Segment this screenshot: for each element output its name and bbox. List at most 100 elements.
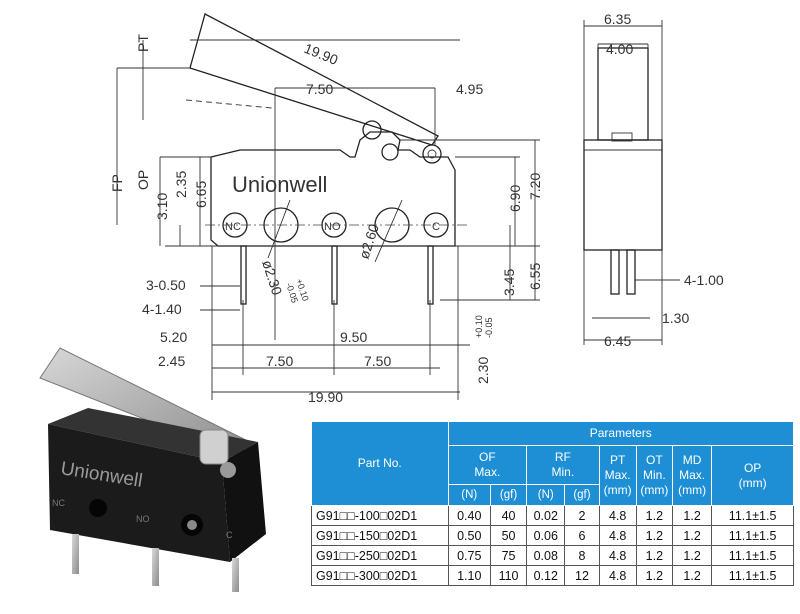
header-rf-gf: (gf) xyxy=(564,484,600,506)
cell-rf-gf: 12 xyxy=(564,565,600,586)
photo-actuator xyxy=(199,429,229,465)
switch-side-view xyxy=(583,20,680,345)
cell-of-gf: 75 xyxy=(489,545,528,566)
photo-pin-3 xyxy=(232,558,239,592)
cell-pt: 4.8 xyxy=(598,565,637,586)
header-part-no: Part No. xyxy=(311,421,449,506)
photo-pin-2 xyxy=(152,548,159,586)
cell-of-n: 0.75 xyxy=(447,545,491,566)
dim-total-length: 19.90 xyxy=(308,389,343,405)
cell-of-gf: 50 xyxy=(489,525,528,546)
cell-pt: 4.8 xyxy=(598,505,637,526)
table-row: G91□□-150□02D1 0.50 50 0.06 6 4.8 1.2 1.… xyxy=(311,525,794,546)
dim-pin-230-tol-bot: -0.05 xyxy=(484,317,494,338)
dim-hole-230: ø2.30 xyxy=(259,258,285,297)
cell-rf-n: 0.08 xyxy=(526,545,566,566)
cell-of-n: 0.40 xyxy=(447,505,491,526)
dim-pin-pitch-1: 7.50 xyxy=(266,353,293,369)
photo-label-nc: NC xyxy=(52,498,65,508)
cell-ot: 1.2 xyxy=(635,505,673,526)
cell-part-no: G91□□-150□02D1 xyxy=(311,525,449,546)
cell-part-no: G91□□-300□02D1 xyxy=(311,565,449,586)
dim-235: 2.35 xyxy=(173,171,189,198)
header-rf-n: (N) xyxy=(526,484,566,506)
cell-op: 11.1±1.5 xyxy=(711,525,794,546)
header-op: OP(mm) xyxy=(711,445,794,506)
cell-part-no: G91□□-100□02D1 xyxy=(311,505,449,526)
table-row: G91□□-300□02D1 1.10 110 0.12 12 4.8 1.2 … xyxy=(311,565,794,586)
dim-op: OP xyxy=(135,170,151,190)
dim-side-width-inner: 4.00 xyxy=(606,41,633,57)
dim-side-130: 1.30 xyxy=(662,310,689,326)
header-of-gf: (gf) xyxy=(489,484,528,506)
cell-rf-n: 0.02 xyxy=(526,505,566,526)
cell-of-n: 0.50 xyxy=(447,525,491,546)
cell-op: 11.1±1.5 xyxy=(711,565,794,586)
dim-lever-pivot: 7.50 xyxy=(306,81,333,97)
photo-label-no: NO xyxy=(136,514,150,524)
dim-665: 6.65 xyxy=(193,181,209,208)
cell-rf-n: 0.06 xyxy=(526,525,566,546)
cell-md: 1.2 xyxy=(671,565,713,586)
cell-rf-gf: 6 xyxy=(564,525,600,546)
dim-pin-thick: 4-1.40 xyxy=(142,301,182,317)
cell-rf-gf: 8 xyxy=(564,545,600,566)
cell-md: 1.2 xyxy=(671,525,713,546)
dim-pin-230-tol-top: +0.10 xyxy=(474,315,484,338)
cell-pt: 4.8 xyxy=(598,545,637,566)
cell-of-gf: 110 xyxy=(489,565,528,586)
lever-released-dashed xyxy=(185,99,273,109)
terminal-label-nc: NC xyxy=(225,221,241,233)
cell-md: 1.2 xyxy=(671,505,713,526)
cell-op: 11.1±1.5 xyxy=(711,545,794,566)
cell-md: 1.2 xyxy=(671,545,713,566)
dim-lever-end: 4.95 xyxy=(456,81,483,97)
lever-outline xyxy=(189,13,439,146)
dim-pin-pos-c: 2.45 xyxy=(158,353,185,369)
cell-ot: 1.2 xyxy=(635,565,673,586)
dim-pin-pos-a: 5.20 xyxy=(160,329,187,345)
dim-pin-pitch-2: 7.50 xyxy=(364,353,391,369)
dimension-lines xyxy=(116,39,540,400)
photo-hole-left xyxy=(89,499,107,517)
drawing-brand: Unionwell xyxy=(232,172,327,197)
table-row: G91□□-250□02D1 0.75 75 0.08 8 4.8 1.2 1.… xyxy=(311,545,794,566)
dim-pt: PT xyxy=(135,34,151,52)
dim-lever-length: 19.90 xyxy=(302,40,341,68)
cell-ot: 1.2 xyxy=(635,525,673,546)
dim-side-pin: 4-1.00 xyxy=(684,272,724,288)
dim-720: 7.20 xyxy=(527,173,543,200)
photo-body-side xyxy=(222,442,266,562)
photo-pin-1 xyxy=(72,534,79,574)
cell-of-gf: 40 xyxy=(489,505,528,526)
table-row: G91□□-100□02D1 0.40 40 0.02 2 4.8 1.2 1.… xyxy=(311,505,794,526)
cell-ot: 1.2 xyxy=(635,545,673,566)
header-parameters: Parameters xyxy=(447,421,795,446)
product-photo: Unionwell NC NO C xyxy=(39,347,266,592)
dim-fp: FP xyxy=(109,174,125,192)
dim-345: 3.45 xyxy=(501,269,517,296)
cell-rf-n: 0.12 xyxy=(526,565,566,586)
terminal-label-no: NO xyxy=(324,221,341,233)
terminal-pins xyxy=(240,245,434,305)
cell-rf-gf: 2 xyxy=(564,505,600,526)
switch-body-front xyxy=(210,120,456,247)
terminal-label-c: C xyxy=(432,221,440,233)
cell-of-n: 1.10 xyxy=(447,565,491,586)
header-of-n: (N) xyxy=(447,484,491,506)
dim-655: 6.55 xyxy=(527,263,543,290)
cell-op: 11.1±1.5 xyxy=(711,505,794,526)
dim-pin-width: 3-0.50 xyxy=(146,277,186,293)
dim-side-width-top: 6.35 xyxy=(604,11,631,27)
cell-part-no: G91□□-250□02D1 xyxy=(311,545,449,566)
dim-pin-230: 2.30 xyxy=(475,357,491,384)
dim-side-width-bottom: 6.45 xyxy=(604,333,631,349)
cell-pt: 4.8 xyxy=(598,525,637,546)
technical-drawing: Unionwell NC NO C xyxy=(109,11,724,405)
photo-label-c: C xyxy=(226,530,233,540)
